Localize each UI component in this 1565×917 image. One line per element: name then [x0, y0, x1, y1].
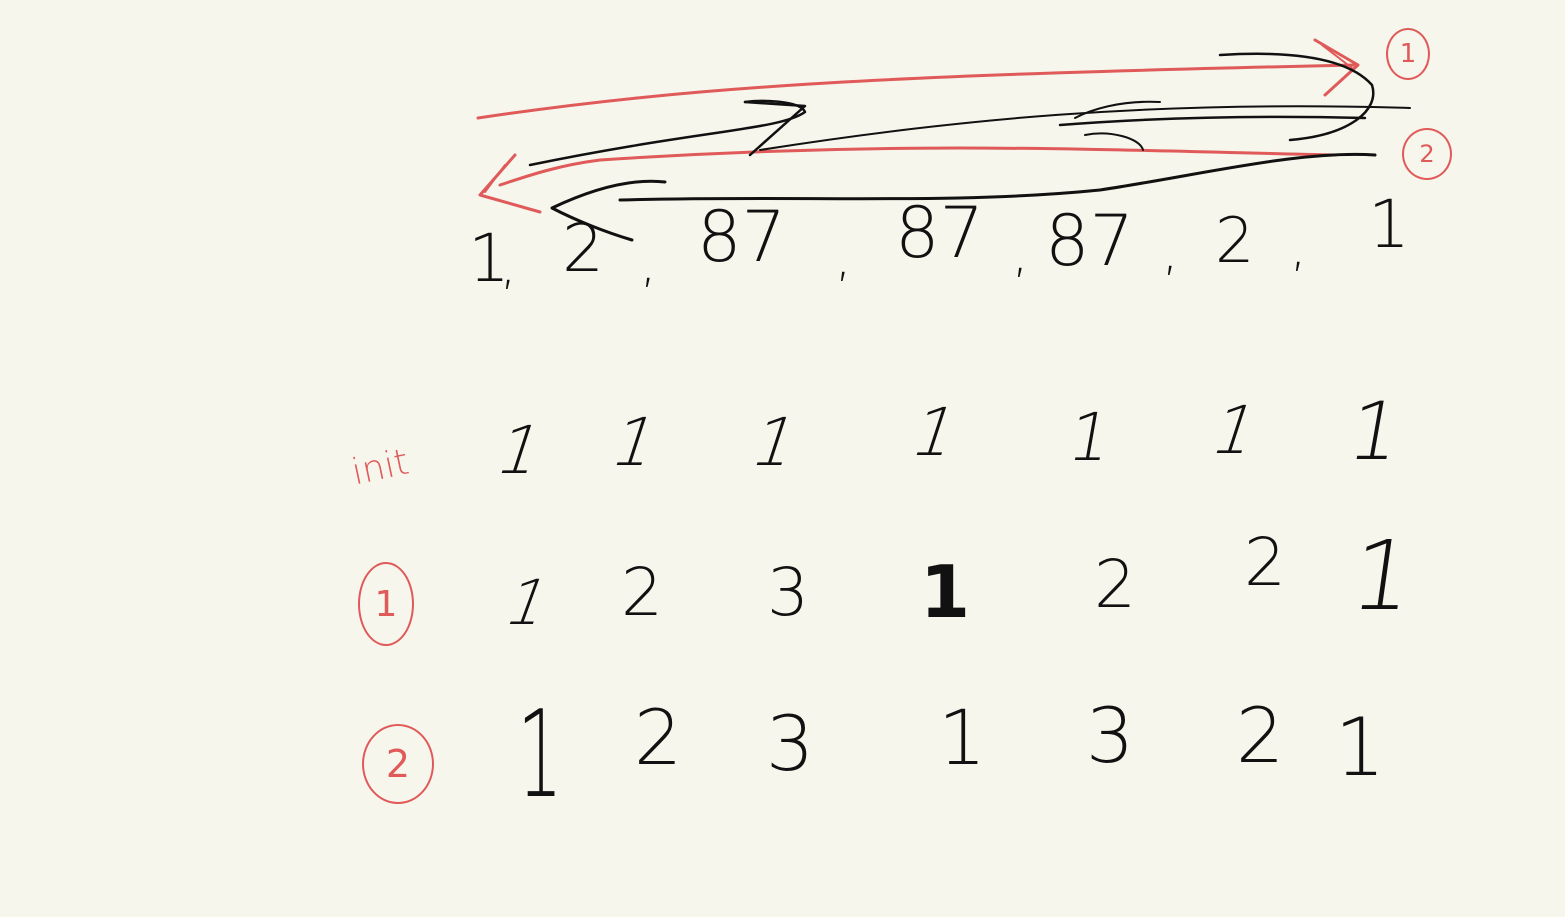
array-value-3: 87: [895, 192, 985, 274]
row-label-pass-2: 2: [362, 724, 434, 804]
array-separator: ,: [640, 234, 657, 294]
pass-marker-forward: 1: [1386, 28, 1430, 80]
row-label-pass-1: 1: [358, 562, 414, 646]
pass-marker-forward-label: 1: [1399, 39, 1417, 69]
row-pass-1-cell: 3: [767, 554, 809, 631]
row-label-pass-1-text: 1: [374, 583, 398, 625]
array-value-2: 87: [697, 196, 787, 278]
row-init-cell: 1: [1062, 399, 1118, 476]
row-pass-2-cell: 2: [1235, 691, 1285, 780]
row-pass-2-cell: 1: [1334, 701, 1386, 794]
array-separator: ,: [1162, 222, 1179, 282]
array-value-1: 2: [562, 210, 604, 287]
row-pass-1-cell: 2: [1094, 546, 1136, 623]
array-separator: ,: [500, 236, 517, 296]
array-separator: ,: [835, 228, 852, 288]
row-pass-2-cell: 1: [937, 693, 987, 782]
array-separator: ,: [1012, 224, 1029, 284]
array-value-0: 1: [468, 220, 510, 297]
row-pass-1-cell: 1: [919, 550, 971, 634]
row-pass-2-cell: 1: [517, 686, 563, 825]
array-value-4: 87: [1045, 200, 1135, 282]
row-pass-2-cell: 2: [633, 693, 683, 782]
array-value-6: 1: [1368, 186, 1410, 263]
row-pass-2-cell: 3: [1085, 691, 1135, 780]
row-pass-1-cell: 2: [621, 554, 663, 631]
backward-sweep-stroke: [550, 152, 1377, 242]
array-separator: ,: [1290, 218, 1307, 278]
row-pass-1-cell: 2: [1244, 524, 1286, 601]
pass-marker-backward-label: 2: [1419, 140, 1435, 168]
forward-sweep-stroke: [528, 52, 1411, 167]
arrow-left-icon: [478, 146, 1337, 214]
array-value-5: 2: [1215, 204, 1255, 277]
arrow-right-icon: [476, 38, 1360, 120]
pass-marker-backward: 2: [1402, 128, 1452, 180]
row-label-pass-2-text: 2: [385, 742, 411, 786]
row-pass-1-cell: 1: [1344, 520, 1421, 632]
row-pass-2-cell: 3: [765, 699, 815, 788]
